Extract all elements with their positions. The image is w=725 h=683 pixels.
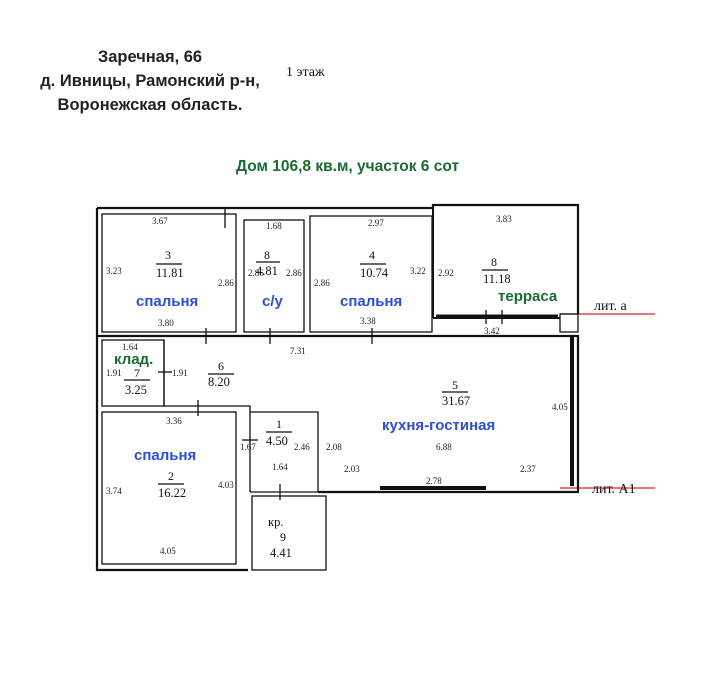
r8t-height-left: 2.92	[438, 268, 454, 278]
r8-height-left: 2.86	[248, 268, 264, 278]
r8t-width-top: 3.83	[496, 214, 512, 224]
r9-prefix: кр.	[268, 515, 283, 529]
r1-number: 1	[276, 417, 282, 431]
r4-area: 10.74	[360, 266, 389, 280]
r8-label: с/у	[262, 293, 284, 310]
r4-height-left: 2.86	[314, 278, 330, 288]
r1-height-right: 2.46	[294, 442, 310, 452]
r4-width-top: 2.97	[368, 218, 384, 228]
room-2-wall	[101, 411, 237, 565]
r8-width-top: 1.68	[266, 221, 282, 231]
r8-area: 4.81	[256, 264, 278, 278]
r6-width-top: 7.31	[290, 346, 306, 356]
r1-height-left: 1.67	[240, 442, 256, 452]
address-line-1: Заречная, 66	[97, 48, 203, 66]
r2-height-left: 3.74	[106, 486, 122, 496]
room-9-wall	[251, 495, 327, 571]
room-3-wall	[101, 213, 237, 333]
r4-width-bottom: 3.38	[360, 316, 376, 326]
r3-width-top: 3.67	[152, 216, 168, 226]
r8-number: 8	[264, 248, 270, 262]
house-subtitle: Дом 106,8 кв.м, участок 6 сот	[236, 158, 460, 175]
r2-label: спальня	[134, 447, 196, 464]
r5-inner: 6.88	[436, 442, 452, 452]
r7-number: 7	[134, 366, 140, 380]
r2-height-right: 4.03	[218, 480, 234, 490]
r5-height-left: 2.08	[326, 442, 342, 452]
room-8-wall	[243, 219, 305, 333]
r5-width-b2: 2.78	[426, 476, 442, 486]
r2-number: 2	[168, 469, 174, 483]
address-line-2: д. Ивницы, Рамонский р-н,	[40, 72, 260, 90]
r1-width-bottom: 1.64	[272, 462, 288, 472]
r8t-area: 11.18	[483, 272, 511, 286]
r6-area: 8.20	[208, 375, 230, 389]
r5-width-b1: 2.03	[344, 464, 360, 474]
r5-width-b3: 2.37	[520, 464, 536, 474]
r5-label: кухня-гостиная	[382, 417, 495, 434]
r4-label: спальня	[340, 293, 402, 310]
r3-area: 11.81	[156, 266, 184, 280]
r6-number: 6	[218, 359, 224, 373]
lit-a-label: лит. а	[594, 299, 628, 314]
floor-label: 1 этаж	[286, 65, 325, 80]
r5-number: 5	[452, 378, 458, 392]
address-line-3: Воронежская область.	[57, 96, 243, 114]
r7-height-left: 1.91	[106, 368, 122, 378]
r7-area: 3.25	[125, 383, 147, 397]
r8t-width-bottom: 3.42	[484, 326, 500, 336]
r9-area: 4.41	[270, 546, 292, 560]
r5-height-right: 4.05	[552, 402, 568, 412]
r1-area: 4.50	[266, 434, 288, 448]
r3-label: спальня	[136, 293, 198, 310]
r2-area: 16.22	[158, 486, 186, 500]
r7-label: клад.	[114, 351, 153, 368]
r7-height-right: 1.91	[172, 368, 188, 378]
living-outer-wall	[97, 334, 580, 494]
r3-height-left: 3.23	[106, 266, 122, 276]
r3-width-bottom: 3.80	[158, 318, 174, 328]
r9-number: 9	[280, 530, 286, 544]
lit-a1-label: лит. А1	[592, 482, 636, 497]
r4-number: 4	[369, 248, 375, 262]
left-outer-wall	[95, 208, 248, 572]
corridor-6-wall	[163, 340, 251, 492]
r8-height-right: 2.86	[286, 268, 302, 278]
r2-width-bottom: 4.05	[160, 546, 176, 556]
r8t-number: 8	[491, 255, 497, 269]
hall-1-wall	[250, 411, 319, 492]
r3-height-right: 2.86	[218, 278, 234, 288]
r4-height-right: 3.22	[410, 266, 426, 276]
outer-wall	[97, 203, 580, 314]
r7-width-top: 1.64	[122, 342, 138, 352]
terrace-post	[559, 313, 579, 333]
r8t-label: терраса	[498, 288, 558, 305]
r5-area: 31.67	[442, 394, 470, 408]
r6-width-bottom: 3.36	[166, 416, 182, 426]
address-block: Заречная, 66 д. Ивницы, Рамонский р-н, В…	[25, 45, 275, 117]
r3-number: 3	[165, 248, 171, 262]
